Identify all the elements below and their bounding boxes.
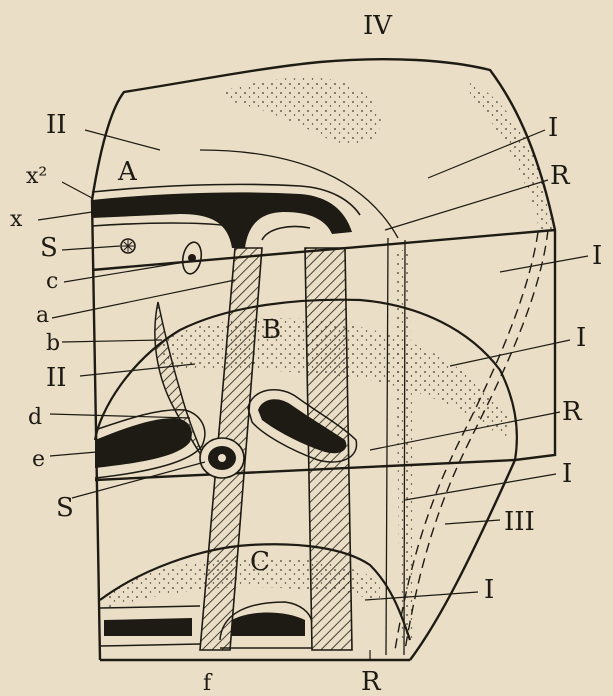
label-I-5: I	[484, 575, 494, 605]
label-A: A	[117, 157, 138, 187]
label-II-top: II	[46, 110, 67, 140]
label-x2: x²	[26, 164, 47, 189]
label-R-1: R	[550, 161, 571, 191]
c-mark	[180, 241, 203, 276]
label-b: b	[46, 331, 60, 356]
label-S-top: S	[40, 233, 58, 263]
label-R-2: R	[562, 397, 583, 427]
label-R-bottom: R	[361, 667, 382, 696]
label-f: f	[203, 671, 213, 696]
label-S-low: S	[56, 493, 74, 523]
label-e: e	[32, 447, 45, 472]
label-x: x	[10, 207, 23, 232]
vein-III-dashed-1	[405, 230, 548, 650]
hatched-vein-right	[305, 248, 352, 650]
stipple-top-arc	[225, 77, 381, 144]
label-I-3: I	[576, 323, 586, 353]
label-d: d	[28, 405, 42, 430]
dark-layer-C-left	[104, 618, 192, 636]
label-C: C	[250, 547, 270, 577]
label-c: c	[46, 269, 58, 294]
label-I-1: I	[548, 113, 558, 143]
label-III: III	[504, 507, 535, 537]
dark-layer-C-right	[232, 613, 305, 637]
label-I-2: I	[592, 241, 602, 271]
label-B: B	[262, 315, 281, 345]
label-a: a	[36, 303, 49, 328]
S-mark-top	[121, 239, 135, 253]
top-dark-layer	[92, 184, 360, 248]
label-II-mid: II	[46, 363, 67, 393]
fault-line-BC	[95, 460, 515, 480]
label-IV: IV	[363, 11, 393, 41]
label-I-4: I	[562, 459, 572, 489]
S-mark-low	[200, 438, 244, 478]
